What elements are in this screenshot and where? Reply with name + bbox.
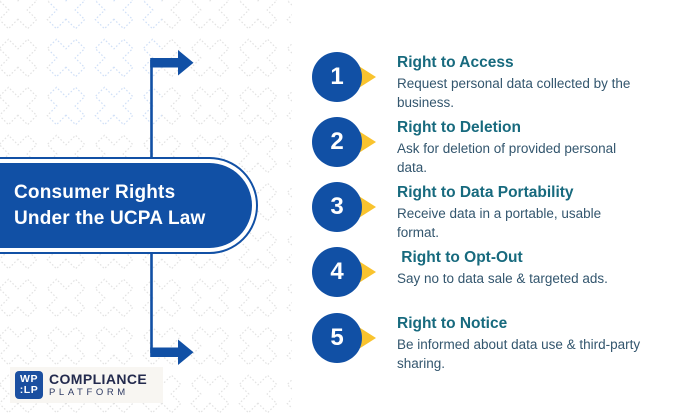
item-3-description: Receive data in a portable, usable forma… (397, 206, 602, 240)
item-5-number-badge: 5 (312, 313, 362, 363)
title-pill: Consumer Rights Under the UCPA Law (0, 157, 258, 254)
list-item-5: 5 Right to Notice Be informed about data… (312, 313, 672, 375)
item-2-marker: 2 (312, 117, 392, 167)
list-item-1: 1 Right to Access Request personal data … (312, 52, 672, 114)
page-title-line2: Under the UCPA Law (14, 207, 206, 229)
page-title-line1: Consumer Rights (14, 181, 176, 203)
item-3-marker: 3 (312, 182, 392, 232)
wp-lp-logo-icon: WP :LP (15, 371, 43, 399)
item-2-title: Right to Deletion (397, 119, 521, 136)
item-5-marker: 5 (312, 313, 392, 363)
item-4-description: Say no to data sale & targeted ads. (397, 271, 608, 286)
item-5-description: Be informed about data use & third-party… (397, 337, 641, 371)
bottom-arrow (150, 252, 194, 365)
item-3-title: Right to Data Portability (397, 184, 574, 201)
item-5-title: Right to Notice (397, 315, 508, 332)
item-1-number-badge: 1 (312, 52, 362, 102)
item-1-marker: 1 (312, 52, 392, 102)
item-3-number-badge: 3 (312, 182, 362, 232)
list-item-4: 4 Right to Opt-Out Say no to data sale &… (312, 247, 672, 309)
logo-mark-line1: WP (20, 373, 38, 385)
item-4-title: Right to Opt-Out (397, 249, 523, 266)
logo-subtitle: PLATFORM (49, 386, 129, 398)
item-2-number-badge: 2 (312, 117, 362, 167)
item-4-marker: 4 (312, 247, 392, 297)
logo-mark-line2: :LP (19, 384, 39, 396)
item-1-title: Right to Access (397, 54, 514, 71)
list-item-3: 3 Right to Data Portability Receive data… (312, 182, 672, 244)
item-1-description: Request personal data collected by the b… (397, 76, 631, 110)
logo-name: COMPLIANCE (49, 370, 148, 387)
item-2-description: Ask for deletion of provided personal da… (397, 141, 617, 175)
top-arrow (150, 50, 194, 158)
title-pill-fill: Consumer Rights Under the UCPA Law (0, 163, 252, 248)
brand-logo: WP :LP COMPLIANCE PLATFORM (10, 367, 163, 403)
pattern-area-blue (50, 0, 162, 132)
list-item-2: 2 Right to Deletion Ask for deletion of … (312, 117, 672, 179)
item-4-number-badge: 4 (312, 247, 362, 297)
